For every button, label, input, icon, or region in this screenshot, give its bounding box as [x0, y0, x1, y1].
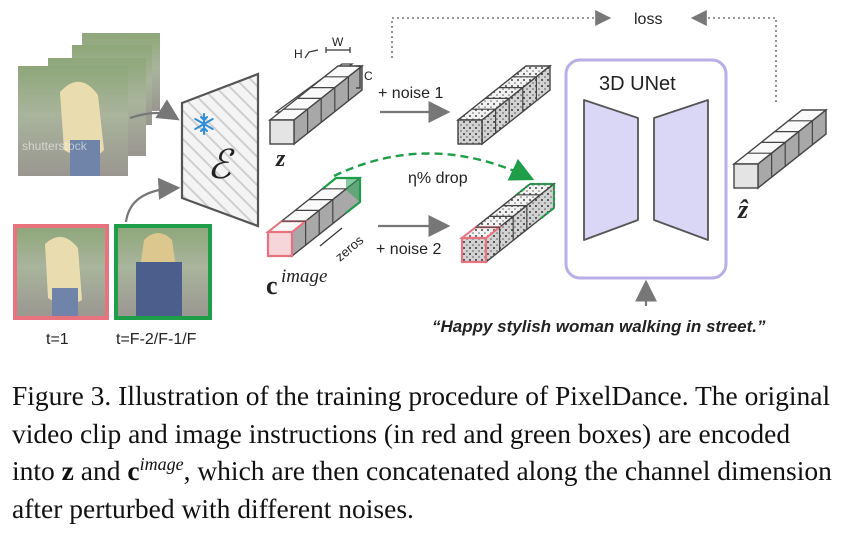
- frames-to-encoder-arrow: [129, 99, 180, 121]
- encoder-symbol: ℰ: [207, 142, 235, 187]
- caption-c: c: [127, 455, 140, 486]
- pixeldance-training-diagram: shutterstock ℰ t=1 t=F-2/F-1/F: [13, 10, 829, 348]
- zeros-label: zeros: [332, 232, 366, 264]
- dim-w-label: W: [332, 35, 344, 49]
- caption-and: and: [73, 455, 128, 486]
- noise2-label: + noise 2: [376, 241, 441, 258]
- c-image-base: c: [266, 271, 278, 300]
- loss-left-connector: [391, 10, 612, 58]
- unet-label: 3D UNet: [599, 73, 676, 95]
- latent-z-stack: [267, 47, 365, 146]
- snowflake-icon: [194, 113, 214, 135]
- z-hat-label: ẑ: [737, 195, 749, 224]
- z-hat-stack: [731, 108, 829, 190]
- first-frame-red-box: [13, 224, 109, 320]
- images-to-encoder-arrow: [124, 177, 181, 223]
- c-image-sup: image: [281, 266, 327, 287]
- drop-label: η% drop: [408, 170, 468, 187]
- video-clip-frames: shutterstock: [18, 33, 160, 176]
- c-image-label: c image: [266, 266, 327, 300]
- c-image-stack: [265, 176, 363, 258]
- first-frame-label: t=1: [46, 331, 69, 348]
- caption-suffix: , which are then concatenated along the …: [12, 455, 832, 524]
- caption-z: z: [61, 455, 74, 486]
- unet-block: [564, 58, 728, 280]
- watermark: shutterstock: [22, 139, 88, 153]
- noise1-label: + noise 1: [378, 85, 443, 102]
- latent-z-label: z: [275, 146, 286, 172]
- figure-caption: Figure 3. Illustration of the training p…: [12, 377, 838, 527]
- dim-c-label: C: [364, 69, 373, 83]
- caption-prefix: Figure 3. Illustration of the training p…: [12, 380, 831, 486]
- drop-arrow: [333, 152, 535, 181]
- caption-sup: image: [139, 453, 184, 474]
- last-frame-label: t=F-2/F-1/F: [116, 331, 197, 348]
- dim-h-label: H: [294, 47, 303, 61]
- noisy-c-image-stack: [459, 182, 557, 264]
- noisy-z-stack: [455, 64, 553, 146]
- last-frame-green-box: [114, 224, 212, 320]
- loss-label: loss: [634, 11, 662, 28]
- text-prompt: “Happy stylish woman walking in street.”: [432, 317, 766, 336]
- encoder: ℰ: [180, 72, 260, 228]
